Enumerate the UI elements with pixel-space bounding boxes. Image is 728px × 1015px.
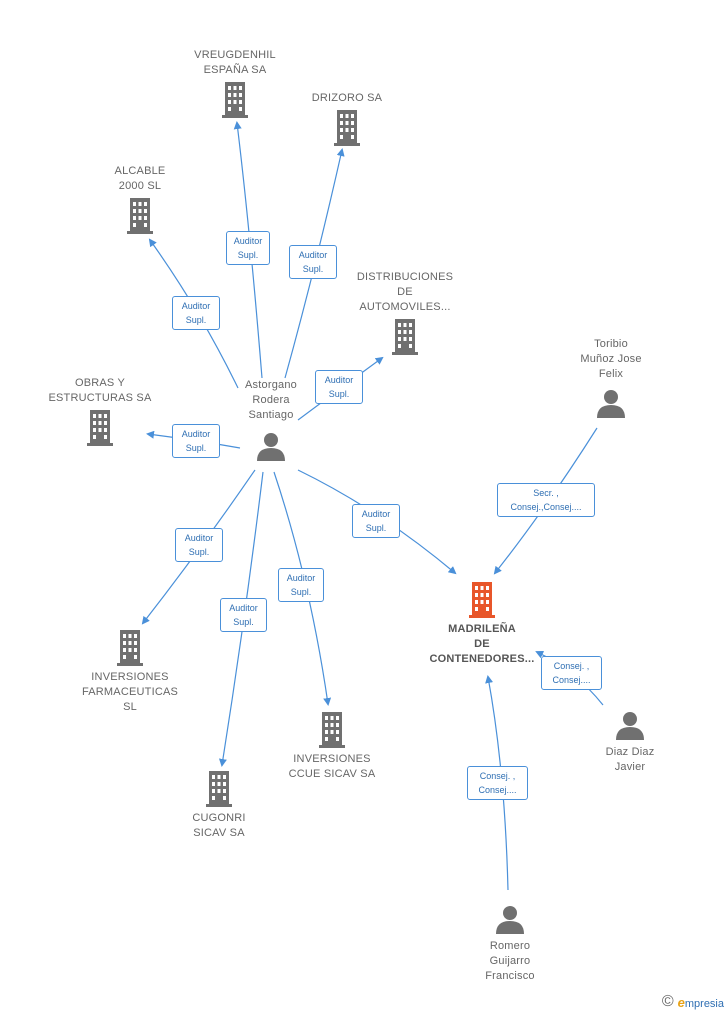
brand-watermark: © empresia: [662, 993, 724, 1011]
role-line: Supl.: [365, 523, 387, 533]
role-line: Supl.: [302, 264, 324, 274]
role-line: Supl.: [188, 547, 210, 557]
node-alcable[interactable]: ALCABLE 2000 SL: [95, 164, 185, 234]
node-distribuciones[interactable]: DISTRIBUCIONES DE AUTOMOVILES...: [350, 270, 460, 355]
role-label-romero[interactable]: Consej. , Consej....: [467, 766, 528, 800]
building-icon: [334, 110, 360, 146]
copyright-icon: ©: [661, 993, 674, 1010]
node-diaz[interactable]: Diaz Diaz Javier: [588, 710, 672, 775]
role-line: Supl.: [233, 617, 254, 627]
node-label: FARMACEUTICAS: [81, 686, 179, 698]
node-label: Toribio: [594, 338, 628, 350]
role-line: Supl.: [328, 389, 350, 399]
role-line: Auditor: [184, 533, 214, 543]
node-obras[interactable]: OBRAS Y ESTRUCTURAS SA: [40, 376, 160, 446]
node-toribio[interactable]: Toribio Muñoz Jose Felix: [566, 337, 656, 418]
role-label-distribuciones[interactable]: Auditor Supl.: [315, 370, 363, 404]
node-label: DE: [397, 286, 413, 298]
role-line: Consej....: [552, 675, 591, 685]
node-madrilena[interactable]: MADRILEÑA DE CONTENEDORES...: [416, 582, 548, 667]
node-astorgano[interactable]: Astorgano Rodera Santiago: [226, 378, 316, 461]
node-label: Muñoz Jose: [580, 353, 642, 365]
role-label-diaz[interactable]: Consej. , Consej....: [541, 656, 602, 690]
node-label: Rodera: [252, 394, 290, 406]
building-icon: [392, 319, 418, 355]
node-label: 2000 SL: [118, 180, 162, 192]
node-romero[interactable]: Romero Guijarro Francisco: [468, 904, 552, 984]
role-label-cugonri[interactable]: Auditor Supl.: [220, 598, 267, 632]
node-label: CUGONRI: [192, 812, 246, 824]
building-icon: [319, 712, 345, 748]
person-icon: [597, 390, 625, 418]
role-line: Auditor: [361, 509, 391, 519]
person-icon: [616, 712, 644, 740]
node-label: DRIZORO SA: [311, 92, 383, 104]
role-line: Supl.: [290, 587, 312, 597]
node-label: CONTENEDORES...: [429, 653, 535, 665]
node-label: Romero: [489, 940, 531, 952]
node-label: SL: [123, 701, 137, 713]
node-label: INVERSIONES: [293, 753, 371, 765]
role-label-farmaceuticas[interactable]: Auditor Supl.: [175, 528, 223, 562]
node-label: VREUGDENHIL: [194, 49, 276, 61]
node-label: AUTOMOVILES...: [359, 301, 451, 313]
role-line: Auditor: [229, 603, 258, 613]
role-label-alcable[interactable]: Auditor Supl.: [172, 296, 220, 330]
node-label: MADRILEÑA: [448, 623, 516, 635]
role-line: Auditor: [298, 250, 328, 260]
node-label: ALCABLE: [114, 165, 166, 177]
role-label-vreugdenhil[interactable]: Auditor Supl.: [226, 231, 270, 265]
node-label: OBRAS Y: [74, 377, 126, 389]
node-label: Santiago: [248, 409, 294, 421]
node-label: Astorgano: [245, 379, 297, 391]
node-label: Javier: [614, 761, 646, 773]
building-icon: [469, 582, 495, 618]
role-line: Auditor: [233, 236, 263, 246]
node-label: Guijarro: [489, 955, 531, 967]
role-line: Consej.,Consej....: [510, 502, 582, 512]
role-line: Auditor: [181, 429, 211, 439]
role-line: Supl.: [237, 250, 259, 260]
role-line: Secr. ,: [533, 488, 559, 498]
node-drizoro[interactable]: DRIZORO SA: [300, 91, 394, 146]
node-ccue[interactable]: INVERSIONES CCUE SICAV SA: [277, 712, 387, 782]
brand-initial: e: [677, 994, 685, 1010]
building-icon: [206, 771, 232, 807]
role-line: Auditor: [181, 301, 211, 311]
node-farmaceuticas[interactable]: INVERSIONES FARMACEUTICAS SL: [70, 630, 190, 715]
node-label: SICAV SA: [193, 827, 245, 839]
role-line: Consej. ,: [479, 771, 516, 781]
node-label: ESPAÑA SA: [203, 64, 267, 76]
role-line: Auditor: [286, 573, 316, 583]
brand-name: mpresia: [684, 997, 724, 1010]
role-line: Auditor: [324, 375, 354, 385]
role-label-drizoro[interactable]: Auditor Supl.: [289, 245, 337, 279]
node-vreugdenhil[interactable]: VREUGDENHIL ESPAÑA SA: [185, 48, 285, 118]
building-icon: [127, 198, 153, 234]
node-label: Francisco: [485, 970, 535, 982]
building-icon: [87, 410, 113, 446]
role-label-obras[interactable]: Auditor Supl.: [172, 424, 220, 458]
person-icon: [257, 433, 285, 461]
building-icon: [222, 82, 248, 118]
role-line: Consej....: [478, 785, 517, 795]
node-label: Diaz Diaz: [605, 746, 655, 758]
node-label: Felix: [598, 368, 624, 380]
node-cugonri[interactable]: CUGONRI SICAV SA: [174, 771, 264, 841]
role-line: Supl.: [185, 443, 207, 453]
building-icon: [117, 630, 143, 666]
role-label-toribio[interactable]: Secr. , Consej.,Consej....: [497, 483, 595, 517]
node-label: CCUE SICAV SA: [288, 768, 376, 780]
node-label: DE: [474, 638, 490, 650]
node-label: DISTRIBUCIONES: [356, 271, 454, 283]
node-label: ESTRUCTURAS SA: [48, 392, 152, 404]
role-label-ccue[interactable]: Auditor Supl.: [278, 568, 324, 602]
role-label-madrilena[interactable]: Auditor Supl.: [352, 504, 400, 538]
node-label: INVERSIONES: [91, 671, 169, 683]
person-icon: [496, 906, 524, 934]
role-line: Supl.: [185, 315, 207, 325]
role-line: Consej. ,: [553, 661, 590, 671]
